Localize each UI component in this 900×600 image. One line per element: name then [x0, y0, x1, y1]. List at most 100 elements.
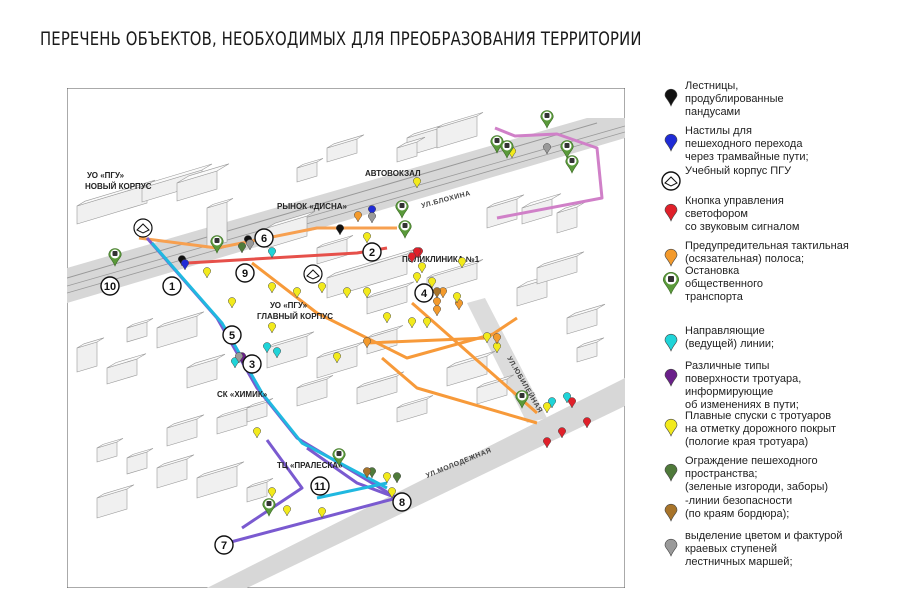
map-pin [230, 357, 240, 369]
map-pin [362, 337, 372, 349]
map-pin [417, 262, 427, 274]
map-pin [362, 467, 372, 479]
bus-stop-icon [565, 155, 579, 174]
building-block [396, 395, 434, 423]
map-pin [367, 205, 377, 217]
map-pin [272, 347, 282, 359]
building-block [176, 163, 230, 202]
object-number-label: 4 [421, 288, 428, 300]
legend-label: Кнопка управления светофором со звуковым… [685, 195, 800, 233]
map-pin [227, 297, 237, 309]
bus-stop-icon [560, 140, 574, 159]
university-icons [133, 218, 323, 284]
label-sk-khimik: СК «ХИМИК» [217, 390, 268, 399]
object-number-2: 2 [362, 242, 382, 262]
molodezhnaya-street [207, 378, 625, 588]
building-block [366, 281, 415, 315]
map-pin [245, 239, 255, 251]
pin-marker-icon [664, 368, 678, 387]
territory-map[interactable]: УО «ПГУ» НОВЫЙ КОРПУС РЫНОК «ДИСНА» АВТО… [67, 88, 625, 588]
label-tc-praleska: ТЦ «ПРАЛЕСКА» [277, 461, 343, 470]
bus-stop-icon [262, 498, 276, 517]
map-pin [202, 267, 212, 279]
bus-stop-icon [398, 220, 412, 239]
map-pin [542, 402, 552, 414]
map-pin [267, 282, 277, 294]
map-pin [362, 287, 372, 299]
building-block [126, 448, 154, 475]
label-market: РЫНОК «ДИСНА» [277, 202, 348, 211]
object-number-label: 11 [314, 481, 326, 493]
map-pin [267, 487, 277, 499]
building-block [106, 353, 147, 385]
bus-stop-icon [395, 200, 409, 219]
object-number-label: 3 [249, 359, 255, 371]
building-block [246, 478, 274, 503]
building-block [206, 198, 234, 249]
object-number-label: 7 [221, 540, 227, 552]
map-pin [438, 287, 448, 299]
building-block [436, 112, 484, 149]
object-number-label: 5 [229, 330, 235, 342]
bus-stop-icon [210, 235, 224, 254]
label-polyclinic: ПОЛИКЛИНИКА №1 [402, 255, 480, 264]
map-pin [412, 247, 422, 259]
building-block [486, 194, 525, 229]
map-pin [382, 312, 392, 324]
object-number-7: 7 [214, 535, 234, 555]
map-pin [567, 397, 577, 409]
pin-marker-icon [664, 333, 678, 352]
map-pin [422, 317, 432, 329]
pin-marker-icon [664, 503, 678, 522]
map-pin [542, 143, 552, 155]
map-pin [407, 317, 417, 329]
building-block [186, 353, 226, 389]
building-block [576, 337, 605, 363]
legend-label: Различные типы поверхности тротуара, инф… [685, 360, 802, 411]
label-main-building-line2: ГЛАВНЫЙ КОРПУС [257, 312, 333, 321]
map-pin [317, 507, 327, 519]
bus-stop-icon [332, 448, 346, 467]
pin-marker-icon [664, 88, 678, 107]
object-number-9: 9 [235, 263, 255, 283]
map-pin [180, 259, 190, 271]
building-block [446, 350, 496, 387]
map-pin [452, 292, 462, 304]
object-number-label: 6 [261, 233, 267, 245]
pin-marker-icon [664, 418, 678, 437]
object-number-label: 2 [369, 247, 375, 259]
object-number-10: 10 [100, 276, 120, 296]
object-number-label: 8 [399, 497, 405, 509]
legend-label: Остановка общественного транспорта [685, 265, 763, 303]
university-building-icon [303, 264, 323, 284]
legend-label: Ограждение пешеходного пространства; (зе… [685, 455, 829, 493]
map-pin [387, 487, 397, 499]
building-block [296, 158, 324, 183]
legend-label: Плавные спуски с тротуаров на отметку до… [685, 410, 837, 448]
building-block [356, 371, 405, 405]
legend-label: Учебный корпус ПГУ [685, 165, 792, 177]
building-block [396, 136, 426, 163]
university-building-icon [133, 218, 153, 238]
building-block [536, 251, 585, 285]
building-block [296, 375, 334, 407]
bus-stop-icon [540, 110, 554, 129]
building-block [156, 454, 195, 489]
map-pin [332, 352, 342, 364]
building-block [96, 484, 135, 519]
pin-marker-icon [664, 538, 678, 557]
map-pin [317, 282, 327, 294]
main-avenue [67, 118, 625, 303]
map-pin [582, 417, 592, 429]
bus-stop-icon [662, 272, 680, 295]
map-pin [542, 437, 552, 449]
map-pin [412, 272, 422, 284]
label-new-building-line1: УО «ПГУ» [87, 171, 125, 180]
map-pin [234, 352, 244, 364]
legend-label: Предупредительная тактильная (осязательн… [685, 240, 849, 265]
buildings [76, 112, 606, 519]
building-block [76, 179, 156, 225]
map-pin [267, 247, 277, 259]
object-number-label: 9 [242, 268, 248, 280]
